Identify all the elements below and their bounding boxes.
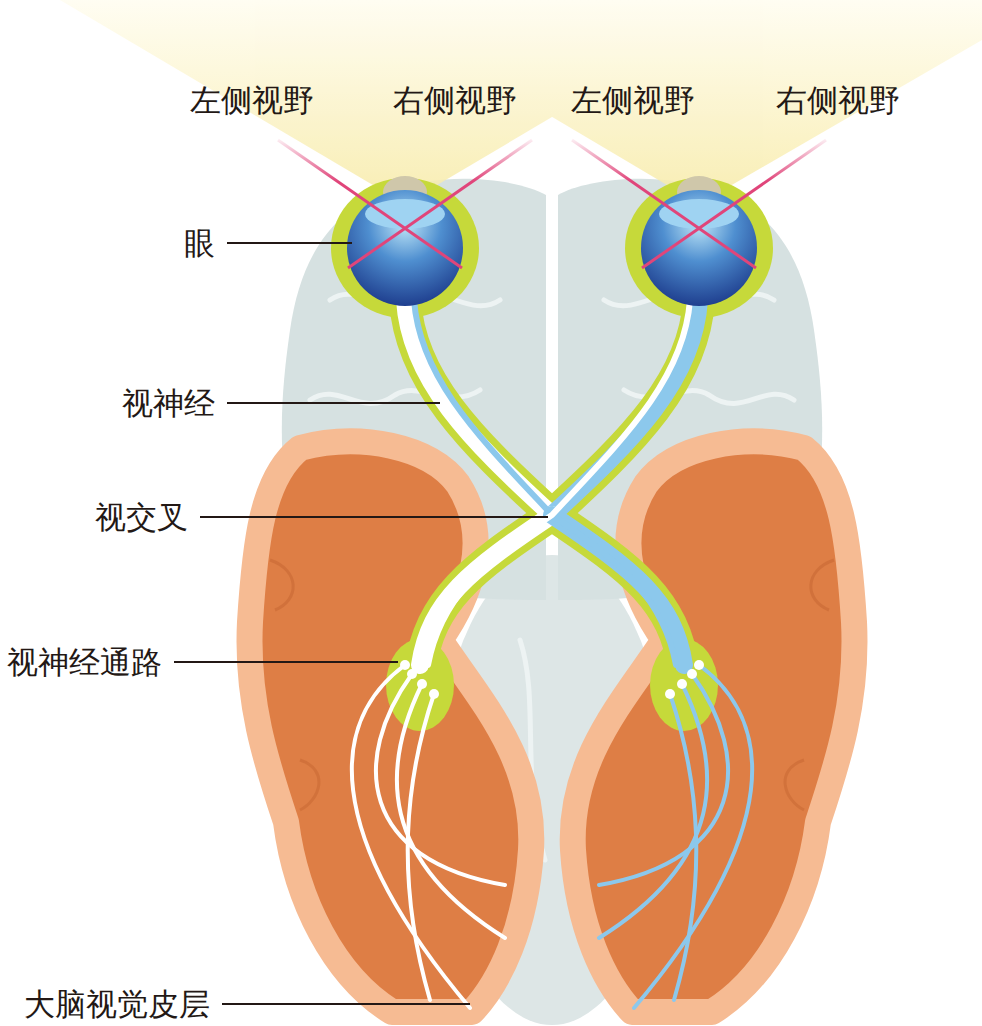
lgn-dot xyxy=(665,689,675,699)
cortex-folds xyxy=(270,560,834,810)
leader-line xyxy=(200,516,548,518)
left-optic-nerve xyxy=(405,300,552,515)
leader-line xyxy=(227,402,440,404)
cortex-fold xyxy=(300,760,319,810)
leader-line xyxy=(227,242,352,244)
part-label: 视神经通路 xyxy=(7,645,162,679)
lens xyxy=(365,199,445,229)
eyeball xyxy=(641,190,757,306)
right-eye-field xyxy=(355,0,982,204)
radiation-fibre xyxy=(670,694,696,1000)
crossing-fibre xyxy=(428,300,690,665)
crossing-fibre xyxy=(414,300,676,665)
lgn-dots xyxy=(400,660,704,699)
lgn-dot xyxy=(400,660,410,670)
lgn-dot xyxy=(687,669,697,679)
visual-cortex-lobes xyxy=(249,441,854,1012)
lgn-dot xyxy=(677,679,687,689)
visual-fields xyxy=(60,0,982,204)
part-label: 视交叉 xyxy=(95,500,188,534)
left-optic-radiation xyxy=(352,665,505,1008)
cortex-fold xyxy=(811,560,834,610)
radiation-fibre xyxy=(408,694,434,1000)
visual-field-label: 左侧视野 xyxy=(571,83,695,117)
nerve-fibres xyxy=(405,300,699,665)
radiation-fibre xyxy=(634,665,752,1008)
sheath-path xyxy=(552,300,699,515)
visual-field-label: 右侧视野 xyxy=(393,83,517,117)
right-optic-nerve xyxy=(552,300,699,515)
sheath-path xyxy=(420,515,552,670)
part-label: 视神经 xyxy=(122,386,215,420)
eye-halo xyxy=(625,178,773,318)
field-ray xyxy=(572,140,756,268)
left-cortex-lobe xyxy=(249,441,531,1012)
left-optic-tract xyxy=(420,515,552,665)
radiation-fibre xyxy=(352,665,470,1008)
field-boundary-lines xyxy=(278,140,826,268)
right-optic-tract xyxy=(552,515,684,665)
lens xyxy=(659,199,739,229)
radiation-fibre xyxy=(599,684,707,938)
leader-lines xyxy=(174,243,548,1004)
field-ray xyxy=(278,140,462,268)
right-cortex-lobe xyxy=(573,441,855,1012)
lgn-dot xyxy=(407,669,417,679)
sheath-path xyxy=(552,515,684,670)
leader-line xyxy=(174,661,398,663)
cortex-fold xyxy=(270,560,293,610)
lgn-dot xyxy=(694,660,704,670)
right-optic-radiation xyxy=(599,665,752,1008)
visual-field-label: 左侧视野 xyxy=(190,83,314,117)
sheath-path xyxy=(405,300,552,515)
part-label: 眼 xyxy=(184,226,215,260)
field-ray xyxy=(642,140,826,268)
eyeball xyxy=(347,190,463,306)
radiation-fibre xyxy=(397,684,505,938)
lgn-dot xyxy=(417,679,427,689)
crossing-fibres xyxy=(414,300,690,665)
nerve-sheath xyxy=(405,300,699,670)
visual-field-label: 右侧视野 xyxy=(776,83,900,117)
eye-halo xyxy=(331,178,479,318)
left-eye xyxy=(347,176,463,306)
right-eye xyxy=(641,176,757,306)
leader-line xyxy=(222,1003,470,1005)
lgn-dot xyxy=(429,689,439,699)
part-label: 大脑视觉皮层 xyxy=(24,987,210,1021)
cortex-fold xyxy=(785,760,804,810)
field-ray xyxy=(348,140,532,268)
